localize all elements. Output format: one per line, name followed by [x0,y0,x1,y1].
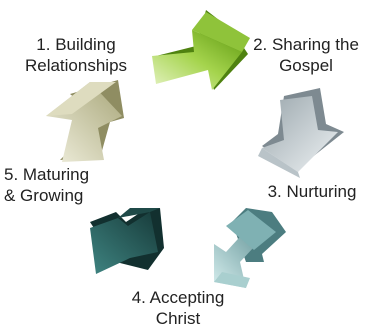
step-4-arrow [214,208,286,288]
step-5-label-line1: 5. Maturing [4,165,90,184]
step-5-label-line2: & Growing [4,186,84,205]
step-5-arrow [90,208,164,274]
step-2-label-line2: Gospel [279,56,333,75]
step-3-label: 3. Nurturing [252,181,372,202]
step-2-label: 2. Sharing the Gospel [238,34,374,76]
step-2-arrow [152,10,250,90]
step-1-label-line2: Relationships [24,56,128,75]
step-5-label: 5. Maturing & Growing [4,164,100,206]
step-4-label: 4. Accepting Christ [108,287,248,329]
step-3-arrow [258,88,344,178]
step-1-arrow [46,80,124,162]
step-2-label-line1: 2. Sharing the [253,35,359,54]
step-1-label: 1. Building Relationships [10,34,142,76]
step-1-label-line1: 1. Building [36,35,116,54]
step-4-label-line1: 4. Accepting [131,288,225,307]
step-3-label-line1: 3. Nurturing [267,182,357,201]
step-4-label-line2: Christ [155,309,201,328]
